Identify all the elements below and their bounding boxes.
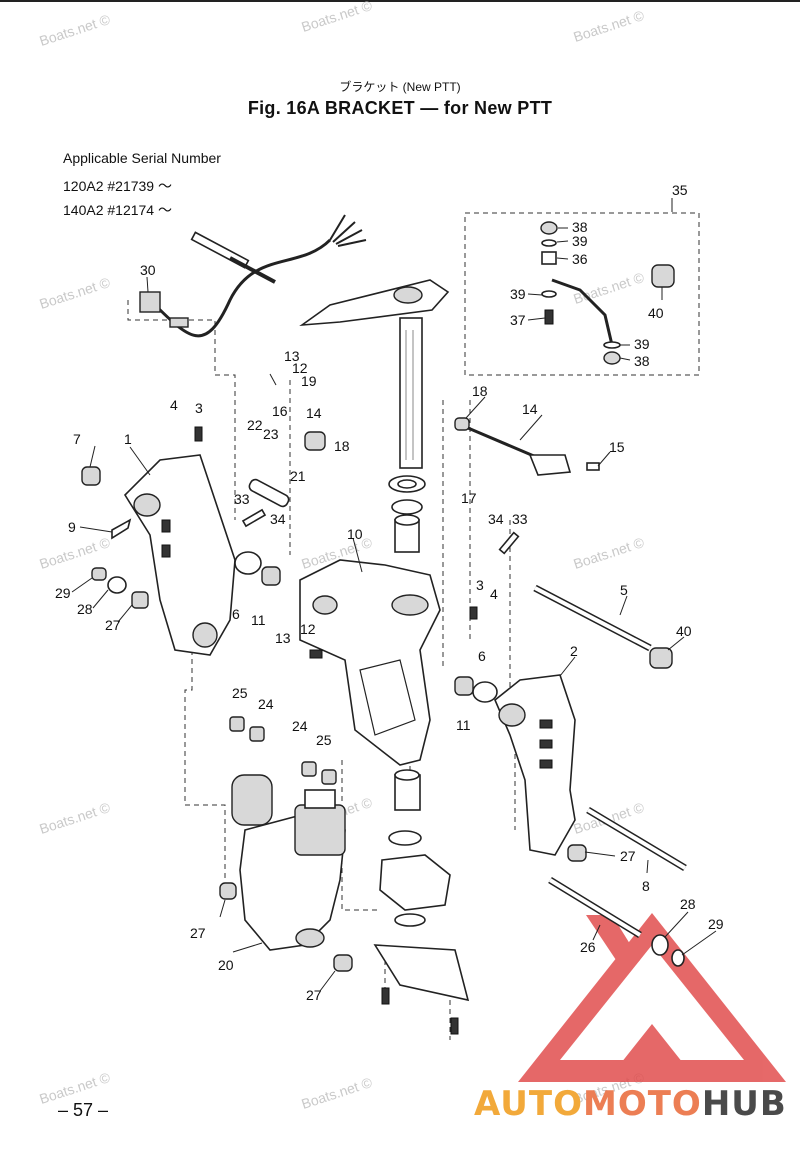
japanese-title: ブラケット (New PTT) [339,80,461,94]
callout-7: 7 [73,431,81,447]
callout-37: 37 [510,312,526,328]
callout-2: 2 [570,643,578,659]
brand-part-moto: MOTO [582,1084,702,1124]
callout-12: 12 [300,621,316,637]
callout-4: 4 [170,397,178,413]
callout-34: 34 [488,511,504,527]
callout-28: 28 [680,896,696,912]
callout-36: 36 [572,251,588,267]
callout-24: 24 [258,696,274,712]
callout-22: 22 [247,417,263,433]
steering-shaft-assembly [299,279,450,469]
callout-30: 30 [140,262,156,278]
callout-39: 39 [634,336,650,352]
callout-6: 6 [232,606,240,622]
power-trim-tilt-unit [231,774,346,951]
serial-heading: Applicable Serial Number [63,150,221,166]
serial-line: 140A2 #12174 ～ [63,202,172,218]
callout-29: 29 [55,585,71,601]
callout-12: 12 [292,360,308,376]
callout-13: 13 [275,630,291,646]
callout-38: 38 [572,219,588,235]
callout-28: 28 [77,601,93,617]
callout-29: 29 [708,916,724,932]
brand-wordmark: AUTOMOTOHUB [474,1084,787,1124]
callout-27: 27 [190,925,206,941]
callout-23: 23 [263,426,279,442]
page-number: – 57 – [58,1100,109,1120]
callout-27: 27 [620,848,636,864]
left-clamp-bracket [123,454,236,656]
callout-8: 8 [642,878,650,894]
callout-33: 33 [234,491,250,507]
figure-title: Fig. 16A BRACKET — for New PTT [247,98,553,118]
callout-11: 11 [456,717,471,733]
callout-17: 17 [461,490,477,506]
brand-triangle-logo [518,913,786,1082]
callout-13: 13 [284,348,300,364]
callout-19: 19 [301,373,317,389]
callout-39: 39 [572,233,588,249]
callout-5: 5 [620,582,628,598]
callout-39: 39 [510,286,526,302]
callout-11: 11 [251,612,266,628]
callout-3: 3 [476,577,484,593]
callout-33: 33 [512,511,528,527]
callout-18: 18 [334,438,350,454]
callout-27: 27 [105,617,121,633]
callout-40: 40 [676,623,692,639]
callout-38: 38 [634,353,650,369]
callout-14: 14 [522,401,538,417]
right-clamp-bracket [494,674,576,856]
callout-labels: 35 38 39 36 40 39 37 39 38 30 13 12 19 4… [55,182,724,1003]
callout-26: 26 [580,939,596,955]
callout-35: 35 [672,182,688,198]
callout-6: 6 [478,648,486,664]
swivel-bracket [299,559,441,766]
callout-25: 25 [316,732,332,748]
callout-24: 24 [292,718,308,734]
callout-15: 15 [609,439,625,455]
callout-1: 1 [124,431,132,447]
callout-34: 34 [270,511,286,527]
top-rule [0,0,800,2]
callout-3: 3 [195,400,203,416]
callout-20: 20 [218,957,234,973]
item-35-group-box [464,212,700,376]
callout-14: 14 [306,405,322,421]
callout-21: 21 [290,468,306,484]
callout-18: 18 [472,383,488,399]
callout-9: 9 [68,519,76,535]
callout-4: 4 [490,586,498,602]
callout-27: 27 [306,987,322,1003]
brand-part-hub: HUB [701,1084,787,1124]
brand-part-auto: AUTO [474,1084,583,1124]
callout-25: 25 [232,685,248,701]
callout-40: 40 [648,305,664,321]
callout-10: 10 [347,526,363,542]
serial-line: 120A2 #21739 ～ [63,178,172,194]
callout-16: 16 [272,403,288,419]
